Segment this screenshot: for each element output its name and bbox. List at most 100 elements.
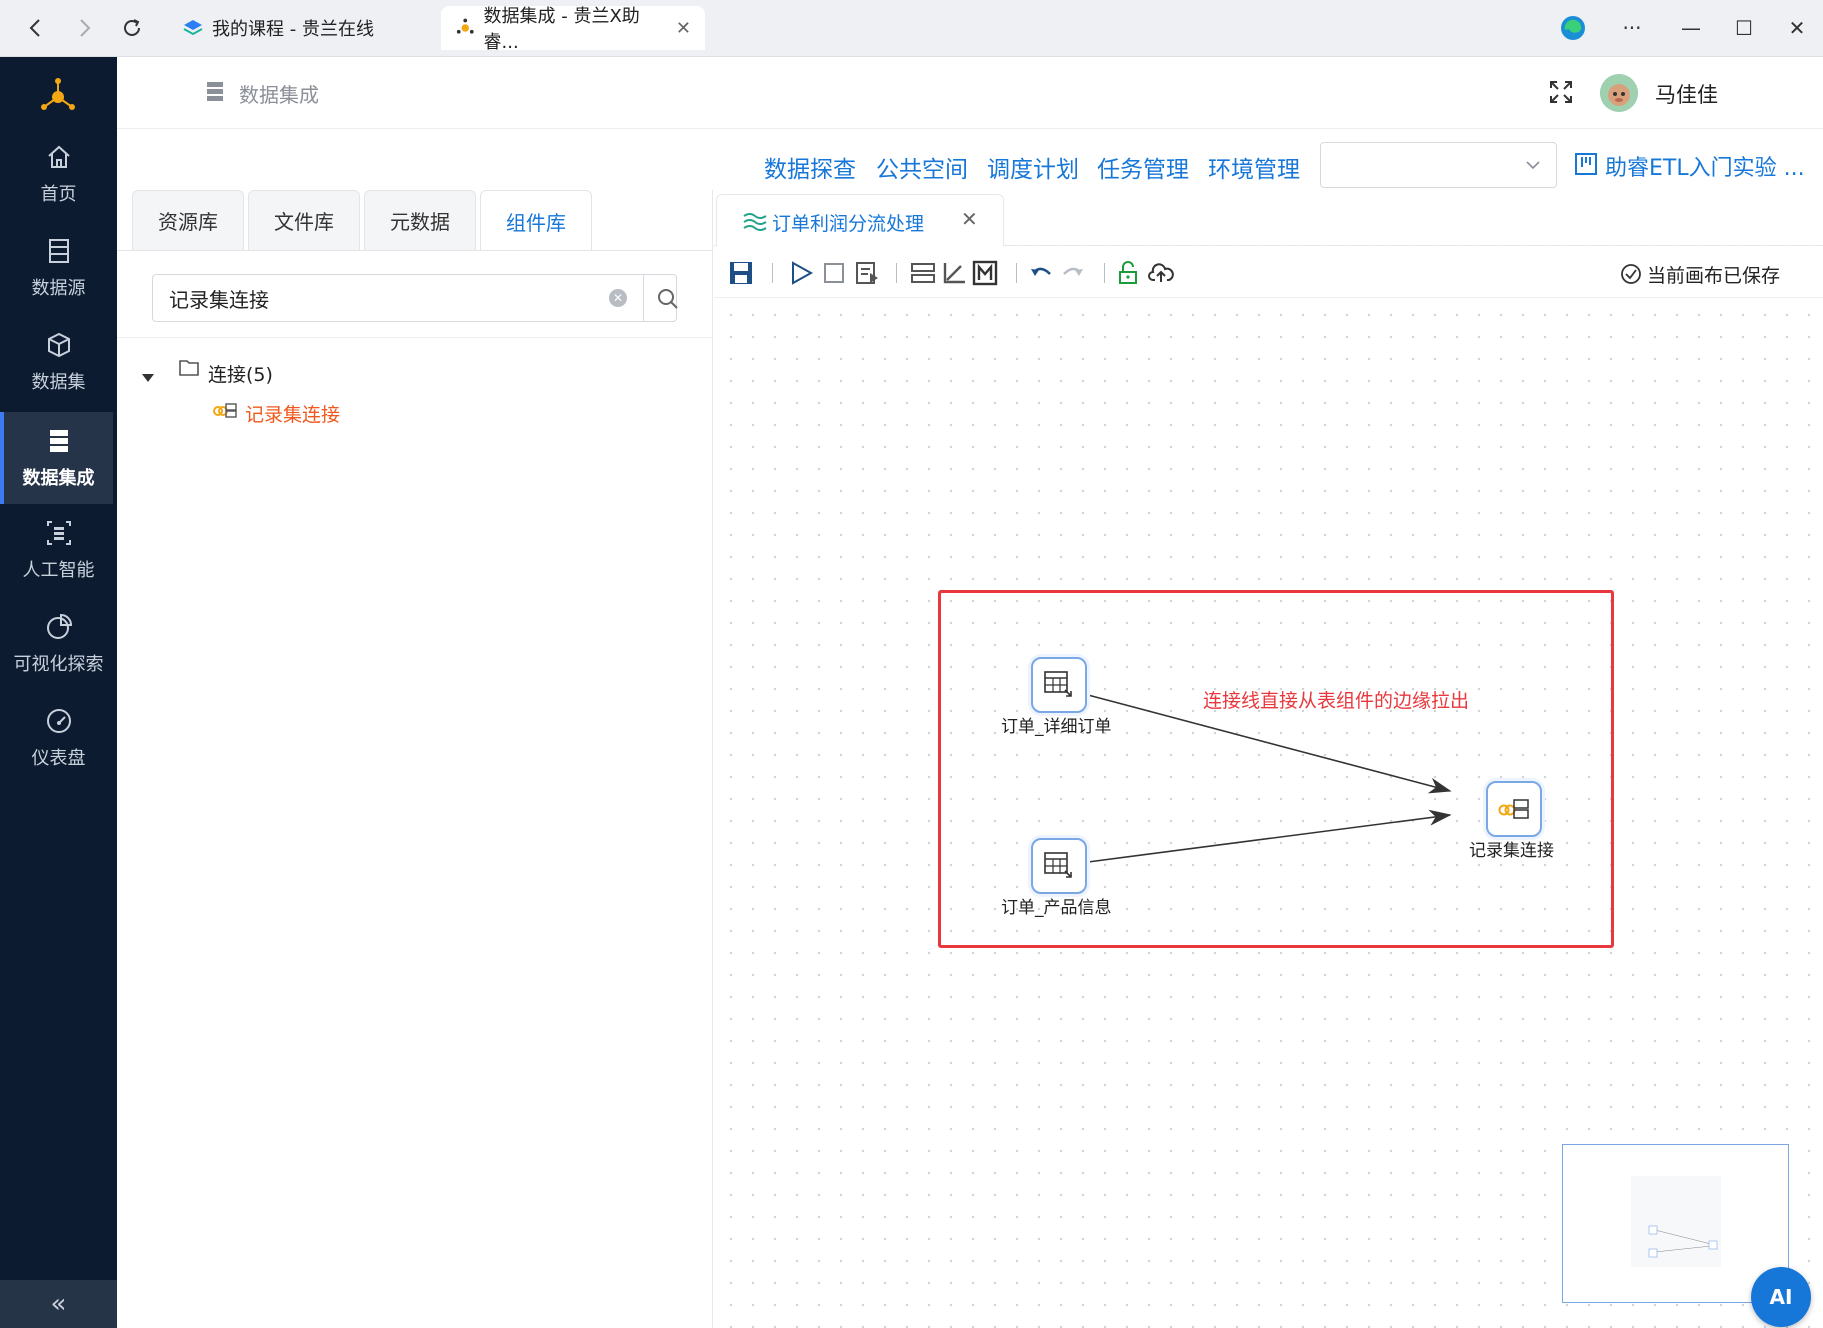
sidebar-item-visual-explore[interactable]: 可视化探索 (0, 598, 117, 690)
sidebar-item-label: 数据集成 (22, 468, 95, 489)
cube-icon (47, 332, 70, 358)
run-icon[interactable] (788, 260, 814, 286)
tab-title: 数据集成 - 贵兰X助睿... (483, 6, 640, 53)
home-icon (47, 145, 70, 168)
tab-file-library[interactable]: 文件库 (248, 190, 360, 250)
tab-label: 文件库 (274, 210, 334, 234)
sidebar-item-datasource[interactable]: 数据源 (0, 222, 117, 314)
table-input-icon (1044, 852, 1072, 878)
menu-environment-management[interactable]: 环境管理 (1208, 157, 1300, 183)
app-logo-icon (456, 18, 474, 34)
menu-data-explore[interactable]: 数据探查 (764, 157, 856, 183)
app-logo-icon[interactable] (34, 73, 82, 121)
search-icon[interactable] (657, 288, 679, 310)
toolbar-divider (772, 263, 773, 283)
node-label: 记录集连接 (1469, 841, 1554, 861)
sidebar-item-integration[interactable]: 数据集成 (0, 412, 113, 504)
fullscreen-icon[interactable] (1548, 79, 1574, 105)
double-chevron-left-icon: « (50, 1289, 67, 1319)
close-tab-icon[interactable]: ✕ (961, 207, 978, 231)
page-header: 数据集成 马佳佳 (117, 57, 1823, 129)
edge-product-to-join[interactable] (1087, 809, 1452, 863)
refresh-icon[interactable] (116, 12, 148, 44)
tab-flow-editor[interactable]: 订单利润分流处理 ✕ (716, 194, 1004, 246)
close-window-icon[interactable]: ✕ (1788, 16, 1806, 40)
stop-icon[interactable] (821, 260, 847, 286)
minimize-icon[interactable]: — (1681, 16, 1701, 40)
toolbar-divider (1016, 263, 1017, 283)
tab-metadata[interactable]: 元数据 (364, 190, 476, 250)
metadata-icon[interactable] (972, 260, 998, 286)
search-divider (643, 275, 644, 321)
server-icon (49, 430, 68, 452)
sidebar-item-dashboard[interactable]: 仪表盘 (0, 692, 117, 784)
highlight-box (938, 590, 1614, 948)
sidebar-item-label: 可视化探索 (13, 654, 104, 675)
minimap-viewport[interactable] (1631, 1176, 1721, 1267)
sidebar-item-label: 人工智能 (22, 560, 95, 581)
caret-down-icon[interactable] (142, 368, 154, 382)
editor-toolbar: 当前画布已保存 (714, 248, 1823, 298)
forward-icon[interactable] (68, 12, 100, 44)
align-rows-icon[interactable] (910, 260, 936, 286)
folder-icon (179, 358, 199, 376)
edge-icon[interactable] (1553, 10, 1593, 46)
server-icon (206, 81, 224, 103)
editor-tab-bar: 订单利润分流处理 ✕ (714, 190, 1823, 246)
flow-canvas[interactable] (714, 190, 1823, 1328)
close-tab-icon[interactable]: ✕ (675, 17, 691, 39)
component-panel: 资源库 文件库 元数据 组件库 ✕ 连接(5) 记录集连接 (117, 190, 713, 1328)
menu-schedule-plan[interactable]: 调度计划 (987, 157, 1079, 183)
join-component-icon (212, 400, 238, 420)
kanban-icon (1575, 153, 1597, 175)
sidebar-item-label: 数据源 (31, 278, 86, 299)
node-label: 订单_产品信息 (1001, 898, 1112, 918)
sidebar-collapse-button[interactable]: « (0, 1280, 117, 1328)
menu-public-space[interactable]: 公共空间 (876, 157, 968, 183)
annotation-text: 连接线直接从表组件的边缘拉出 (1203, 690, 1470, 712)
edge-detail-to-join[interactable] (1087, 694, 1452, 794)
project-link[interactable]: 助睿ETL入门实验 ... (1605, 156, 1805, 181)
chevron-down-icon (1526, 161, 1540, 170)
more-icon[interactable]: ··· (1622, 16, 1642, 40)
search-input[interactable] (153, 275, 623, 321)
database-icon (48, 239, 69, 263)
minimap[interactable] (1562, 1144, 1789, 1303)
browser-tab-integration[interactable]: 数据集成 - 贵兰X助睿... ✕ (441, 6, 705, 53)
upload-cloud-icon[interactable] (1148, 260, 1174, 286)
avatar[interactable] (1600, 74, 1638, 112)
back-icon[interactable] (20, 12, 52, 44)
maximize-icon[interactable]: ☐ (1735, 16, 1753, 40)
undo-icon[interactable] (1028, 260, 1054, 286)
check-circle-icon (1621, 264, 1641, 284)
sidebar-item-ai[interactable]: 人工智能 (0, 504, 117, 596)
table-input-icon (1044, 671, 1072, 697)
save-icon[interactable] (728, 260, 754, 286)
tree-item-join[interactable]: 记录集连接 (245, 404, 341, 426)
toolbar-divider (1104, 263, 1105, 283)
browser-titlebar: 我的课程 - 贵兰在线 数据集成 - 贵兰X助睿... ✕ ··· — ☐ ✕ (0, 0, 1823, 57)
tab-component-library[interactable]: 组件库 (480, 190, 592, 251)
node-product-info[interactable] (1031, 838, 1087, 894)
editor-tab-title: 订单利润分流处理 (772, 213, 925, 235)
axis-icon[interactable] (941, 260, 967, 286)
node-detail-orders[interactable] (1031, 657, 1087, 713)
menu-task-management[interactable]: 任务管理 (1097, 157, 1189, 183)
stack-logo-icon (183, 20, 203, 36)
clear-icon[interactable]: ✕ (609, 289, 627, 307)
debug-icon[interactable] (854, 260, 880, 286)
sidebar-item-dataset[interactable]: 数据集 (0, 316, 117, 408)
tree-folder-label[interactable]: 连接(5) (208, 364, 273, 386)
ai-assistant-button[interactable]: AI (1751, 1267, 1811, 1327)
user-name[interactable]: 马佳佳 (1655, 83, 1718, 107)
node-join[interactable] (1486, 781, 1542, 837)
unlock-icon[interactable] (1115, 260, 1141, 286)
environment-select[interactable] (1320, 142, 1557, 188)
tab-resource-library[interactable]: 资源库 (132, 190, 244, 250)
tab-title: 我的课程 - 贵兰在线 (212, 19, 374, 40)
sidebar-item-home[interactable]: 首页 (0, 128, 117, 220)
browser-tab-courses[interactable]: 我的课程 - 贵兰在线 (168, 6, 436, 50)
search-divider-line (117, 337, 713, 338)
gauge-icon (46, 709, 71, 733)
redo-icon[interactable] (1060, 260, 1086, 286)
